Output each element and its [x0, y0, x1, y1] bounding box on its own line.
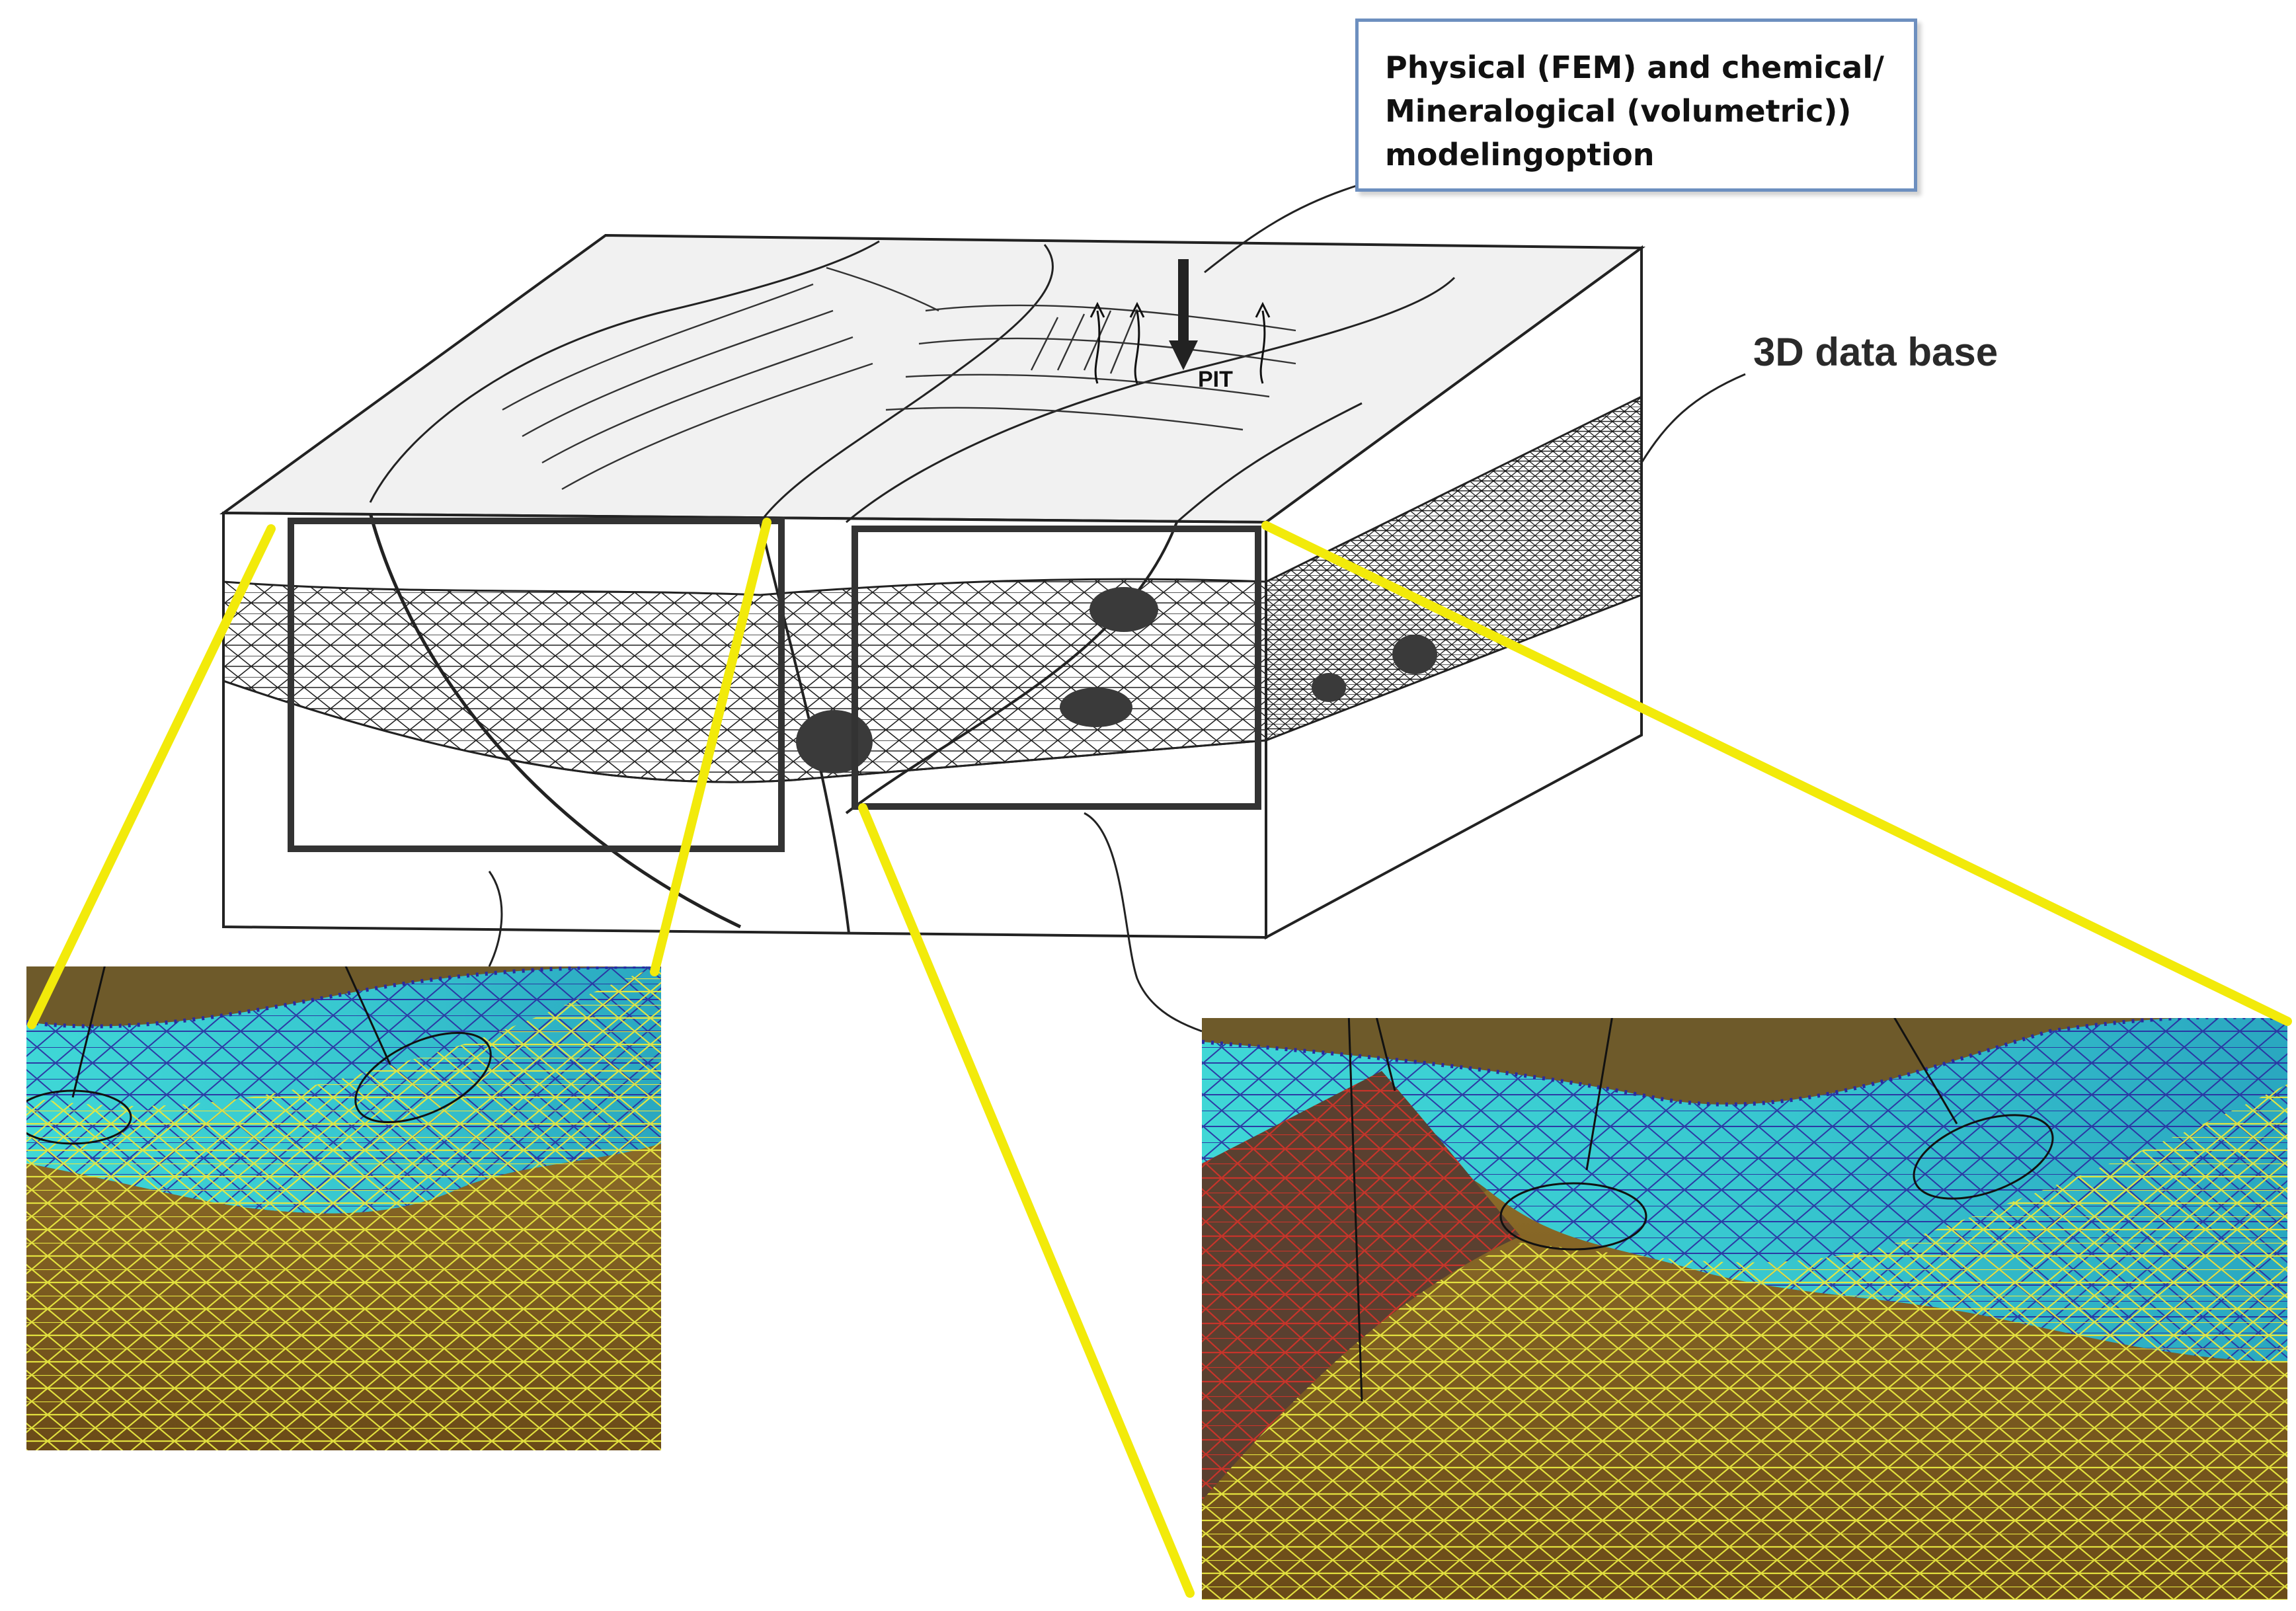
focus-ellipse-right-2	[1913, 1114, 2054, 1200]
focus-ellipse-right-1	[1499, 1182, 1647, 1251]
callout-line-1: Physical (FEM) and chemical/	[1385, 50, 1884, 85]
pit-arrows	[1089, 301, 1271, 384]
zoom-panel-left	[26, 966, 661, 1450]
zoom-panel-right	[1202, 1018, 2287, 1600]
block-diagram: PIT	[219, 184, 1746, 1033]
side-fine-mesh-layer	[1266, 395, 1642, 742]
database-label: 3D data base	[1753, 330, 1999, 374]
yellow-mesh-left	[26, 966, 661, 1450]
focus-ellipse-left-2	[354, 1031, 492, 1124]
callout-line-3: modelingoption	[1385, 137, 1655, 173]
zoom-frame-left	[288, 518, 785, 852]
zoom-connectors	[27, 518, 2292, 1598]
zoom-frame-right	[851, 526, 1261, 810]
modeling-option-callout: Physical (FEM) and chemical/ Mineralogic…	[1355, 19, 1917, 192]
callout-line-2: Mineralogical (volumetric))	[1385, 93, 1852, 129]
focus-ellipse-left-1	[26, 1089, 132, 1145]
ore-bodies	[796, 587, 1437, 773]
pit-label: PIT	[1198, 367, 1233, 392]
pit-down-arrow	[1169, 259, 1198, 370]
